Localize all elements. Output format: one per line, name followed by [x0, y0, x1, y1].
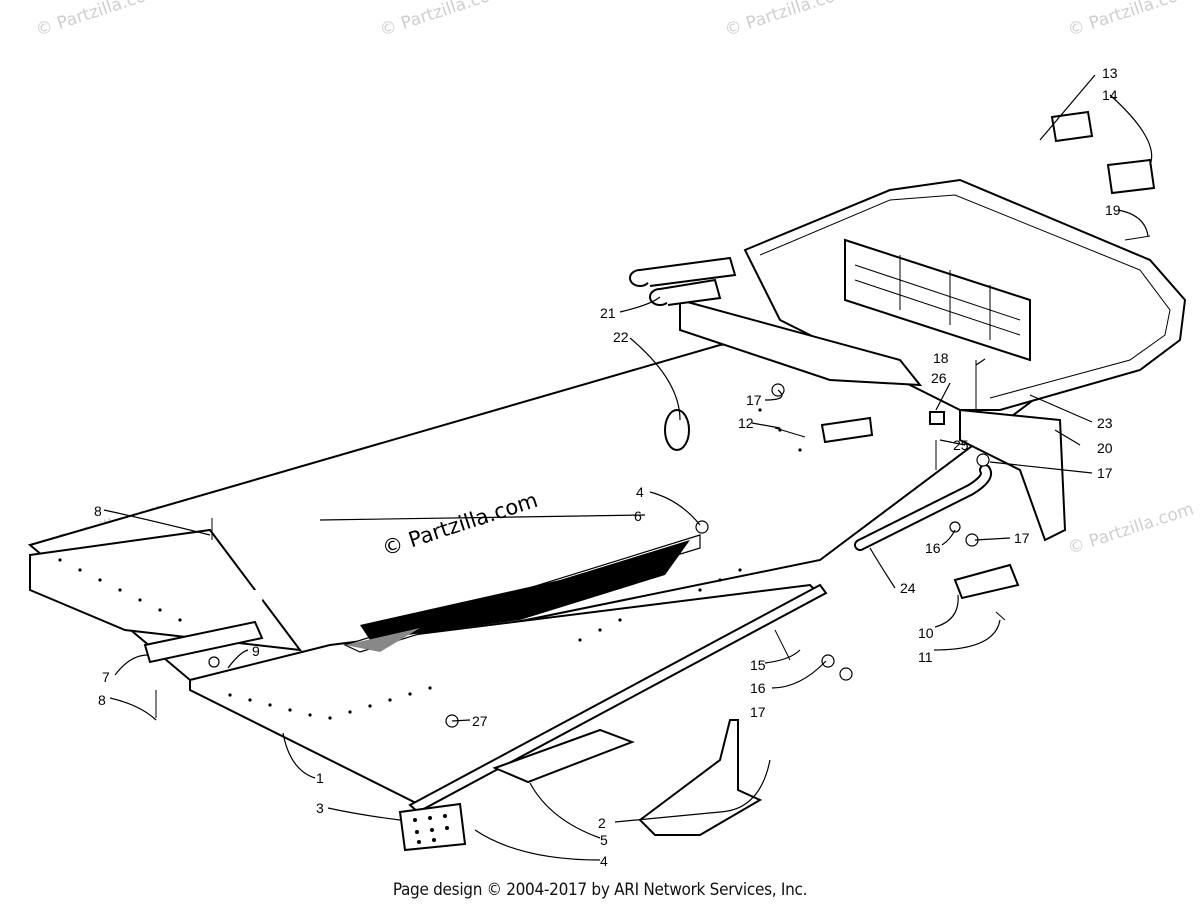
callout-20: 20 [1097, 440, 1113, 456]
callout-2: 2 [598, 815, 606, 831]
footer-copyright: Page design © 2004-2017 by ARI Network S… [392, 880, 808, 900]
callout-11: 11 [918, 649, 933, 665]
exhaust-tubes [629, 256, 737, 306]
callout-17-lower: 17 [750, 704, 766, 720]
callout-9: 9 [252, 643, 260, 659]
watermark-top-left: © Partzilla.com [33, 0, 164, 41]
callout-4-upper: 4 [636, 484, 644, 500]
callout-8-lower: 8 [98, 692, 106, 708]
callout-25: 25 [953, 437, 969, 453]
watermark-top-center: © Partzilla.com [377, 0, 508, 41]
watermark-mid-far-right: © Partzilla.com [1065, 499, 1196, 559]
callout-12: 12 [738, 415, 754, 431]
callout-24: 24 [900, 580, 916, 596]
watermark-top-far-right: © Partzilla.com [1065, 0, 1196, 41]
rear-bumper-assembly [629, 110, 1187, 600]
callout-1: 1 [316, 770, 324, 786]
leader-lines [103, 74, 1153, 861]
reflector-13 [1050, 110, 1094, 143]
callout-14: 14 [1102, 87, 1118, 103]
callout-17-mid: 17 [1014, 530, 1030, 546]
callout-15: 15 [750, 657, 766, 673]
rear-bracket [959, 408, 1067, 542]
callout-17-left: 17 [746, 392, 762, 408]
checkered-decal [132, 534, 701, 653]
plug-22 [664, 409, 690, 451]
callout-18: 18 [933, 350, 949, 366]
bracket-7 [143, 620, 264, 664]
callout-26: 26 [931, 370, 947, 386]
rivet-holes [58, 408, 802, 720]
callout-27: 27 [472, 713, 488, 729]
callout-5: 5 [600, 832, 608, 848]
bracket-2 [638, 719, 763, 836]
watermark-top-right: © Partzilla.com [722, 0, 853, 41]
callout-10: 10 [918, 625, 934, 641]
snow-flap [679, 298, 923, 387]
callout-6: 6 [634, 508, 642, 524]
callout-23: 23 [1097, 415, 1113, 431]
pad-5 [492, 728, 635, 784]
callout-13: 13 [1102, 65, 1118, 81]
callout-16-lower: 16 [750, 680, 766, 696]
callout-21: 21 [600, 305, 616, 321]
reflector-10 [953, 563, 1020, 600]
callout-4-lower: 4 [600, 853, 608, 869]
callout-19: 19 [1105, 202, 1121, 218]
callout-17-right: 17 [1097, 465, 1113, 481]
rear-grille [844, 238, 1031, 362]
callout-7: 7 [102, 669, 110, 685]
callout-3: 3 [316, 800, 324, 816]
plate-3 [398, 802, 467, 852]
callout-8-upper: 8 [94, 503, 102, 519]
callout-16-upper: 16 [925, 540, 941, 556]
callout-22: 22 [613, 329, 629, 345]
reflector-14 [1106, 158, 1156, 195]
callout-labels: 1 2 3 4 4 5 6 7 8 8 9 10 11 12 13 14 15 … [94, 65, 1121, 869]
